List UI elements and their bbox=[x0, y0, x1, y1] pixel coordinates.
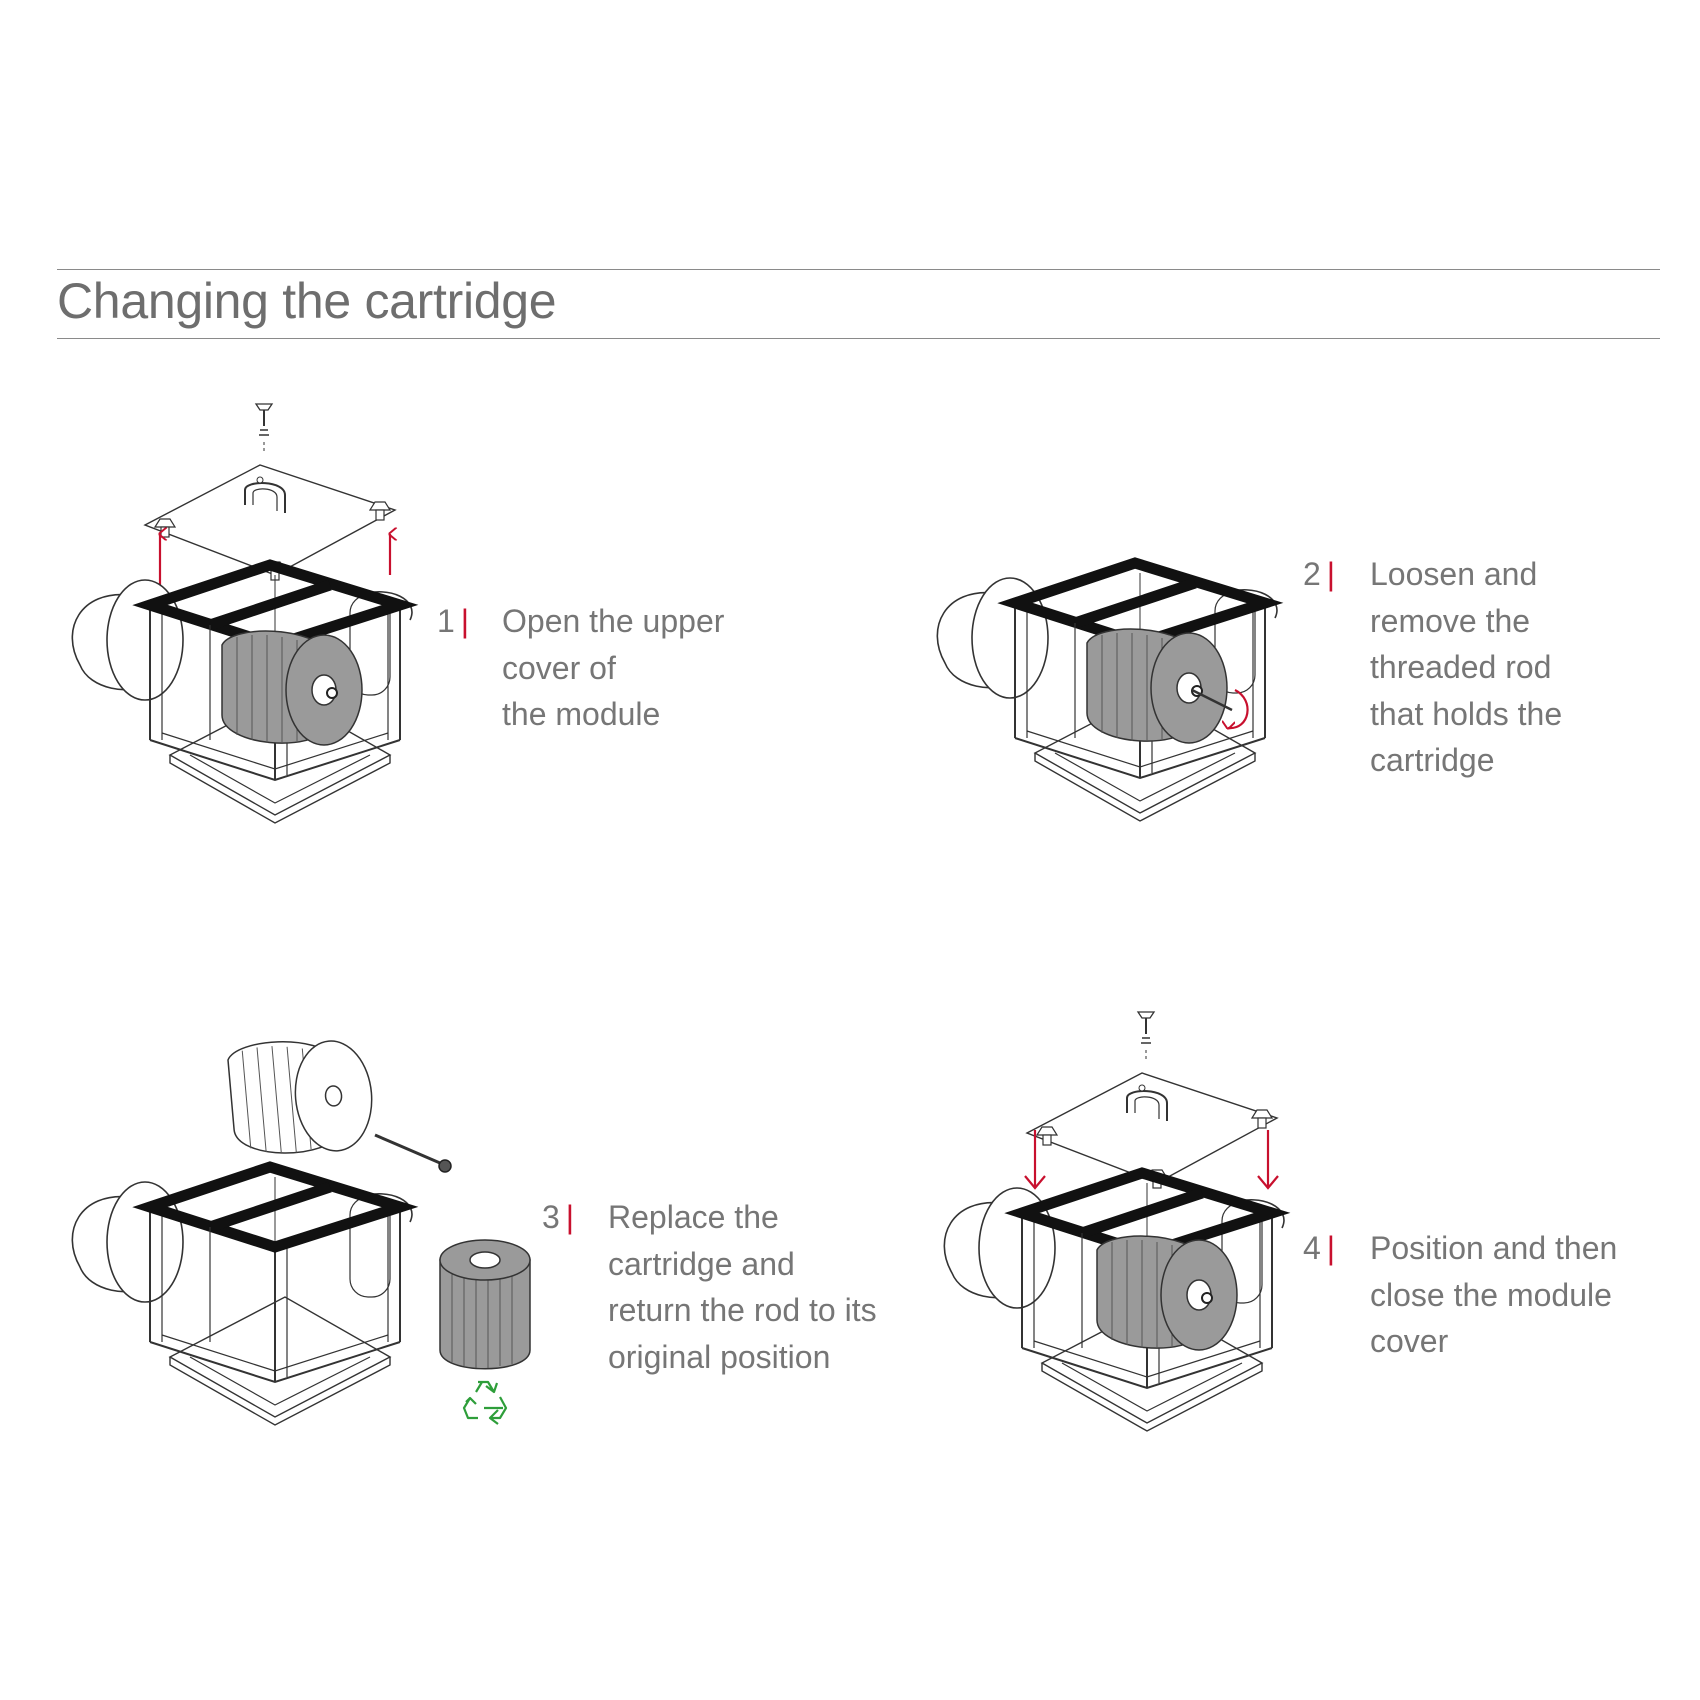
step-2-text: Loosen and remove the threaded rod that … bbox=[1370, 556, 1563, 778]
upper-cover-lift-illustration bbox=[72, 403, 412, 823]
step-3-text: Replace the cartridge and return the rod… bbox=[608, 1199, 877, 1375]
top-rule bbox=[57, 269, 1660, 270]
recycle-icon bbox=[462, 1380, 508, 1425]
step-divider: | bbox=[565, 1199, 575, 1235]
step-1-text: Open the upper cover of the module bbox=[502, 603, 725, 732]
step-1-number: 1| bbox=[437, 603, 470, 639]
step-divider: | bbox=[1326, 556, 1336, 592]
bottom-rule bbox=[57, 338, 1660, 339]
cover-close-illustration bbox=[944, 1011, 1284, 1431]
page-title: Changing the cartridge bbox=[57, 273, 557, 329]
step-2-number: 2| bbox=[1303, 556, 1336, 592]
step-divider: | bbox=[1326, 1230, 1336, 1266]
step-divider: | bbox=[460, 603, 470, 639]
rod-unscrew-illustration bbox=[937, 563, 1277, 821]
step-3-number: 3| bbox=[542, 1199, 575, 1235]
step-4-text: Position and then close the module cover bbox=[1370, 1230, 1618, 1359]
cartridge-replace-illustration bbox=[72, 1040, 531, 1425]
step-4-number: 4| bbox=[1303, 1230, 1336, 1266]
